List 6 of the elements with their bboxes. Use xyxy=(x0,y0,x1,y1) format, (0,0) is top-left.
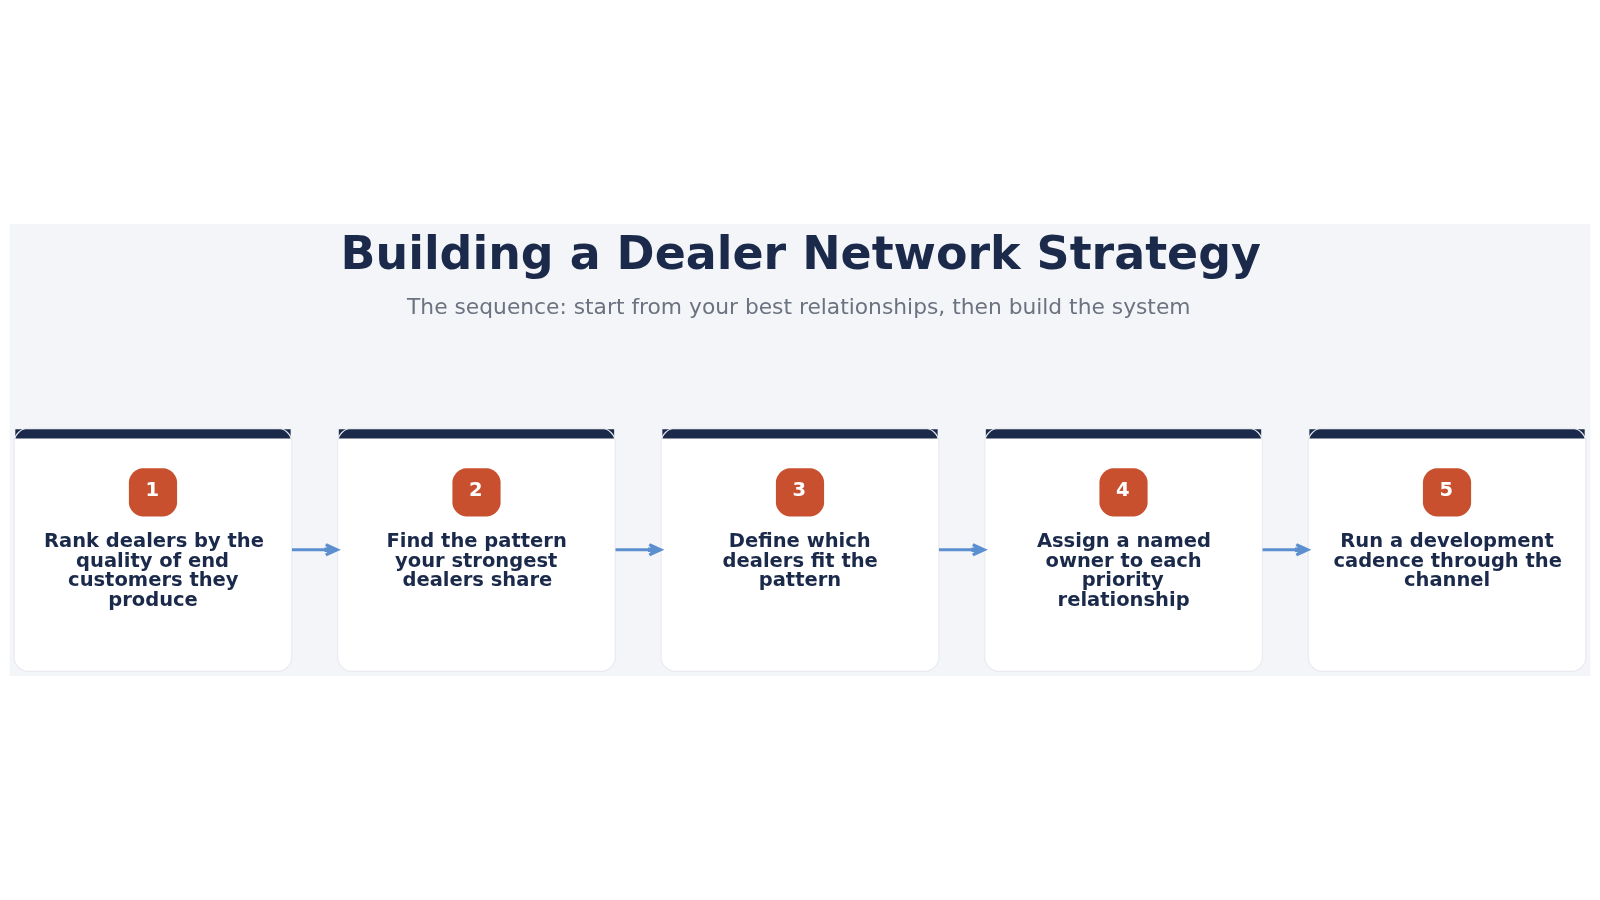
diagram-title: Building a Dealer Network Strategy xyxy=(340,225,1261,280)
arrow xyxy=(615,543,663,557)
arrow xyxy=(1262,543,1310,557)
arrow xyxy=(292,543,339,557)
arrow xyxy=(939,543,986,557)
label: The sequence: start from your best relationships, then build the system xyxy=(407,294,1191,320)
